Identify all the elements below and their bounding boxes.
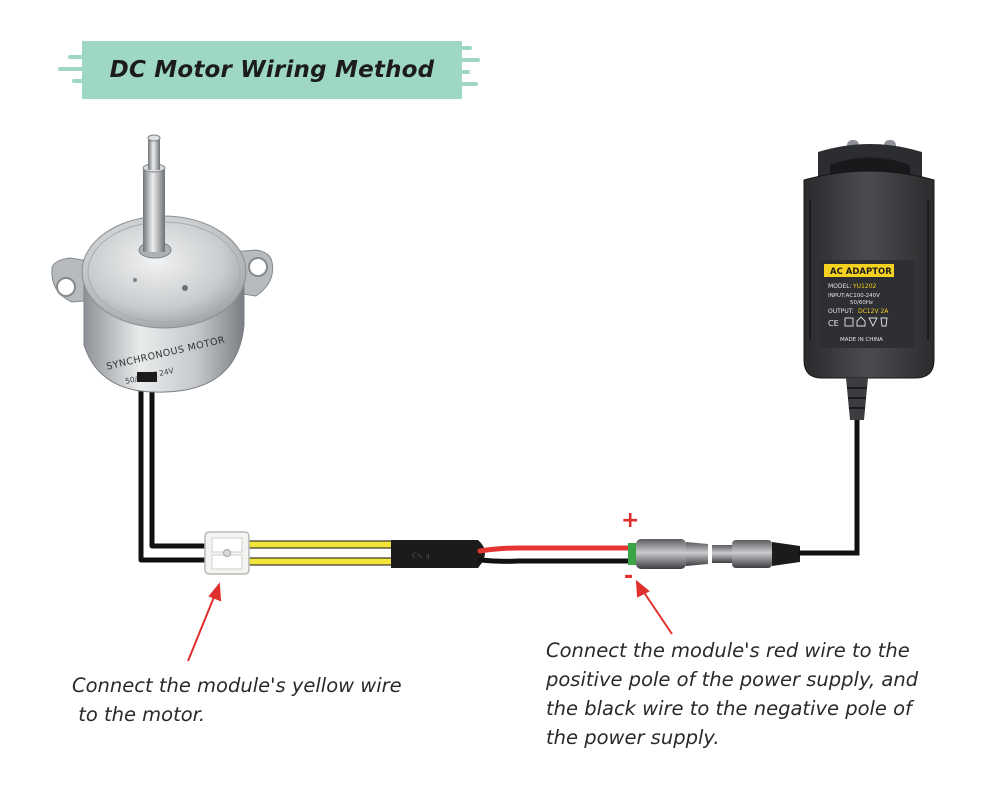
adaptor-output-label: OUTPUT: (828, 308, 854, 315)
caption-line: the power supply. (546, 726, 720, 749)
adaptor-made-in: MADE IN CHINA (840, 337, 883, 343)
adaptor-input: INPUT:AC100-240V (828, 293, 880, 299)
adaptor-heading: AC ADAPTOR (830, 267, 892, 277)
pointer-arrows (187, 579, 673, 662)
caption-line: positive pole of the power supply, and (546, 668, 919, 691)
caption-line: the black wire to the negative pole of (546, 697, 912, 720)
adaptor-input-freq: 50/60Hz (850, 300, 873, 306)
adaptor-model-label: MODEL: (828, 283, 852, 290)
adaptor-model: YU1202 (852, 283, 877, 290)
caption-line: Connect the module's red wire to the (546, 639, 910, 662)
bin-icon (880, 317, 888, 327)
title-banner: DC Motor Wiring Method (82, 41, 462, 99)
page-title: DC Motor Wiring Method (109, 57, 435, 83)
power-adaptor-illustration: AC ADAPTOR MODEL: YU1202 INPUT:AC100-240… (803, 140, 935, 420)
motor-illustration: SYNCHRONOUS MOTOR 50/60HZ 24V (51, 134, 274, 393)
home-icon (856, 316, 866, 327)
caption-line: Connect the module's yellow wire (72, 674, 402, 697)
dc-male-plug (712, 540, 800, 568)
ce-mark-icon: CE (828, 319, 839, 328)
square-icon (844, 317, 854, 327)
module-output-wires (477, 545, 635, 564)
terminal-connector (204, 531, 250, 575)
adaptor-cable (798, 418, 860, 556)
negative-pole-label: - (624, 564, 634, 589)
dc-female-jack (628, 539, 708, 569)
triangle-icon (868, 317, 878, 328)
caption-yellow-wire: Connect the module's yellow wire to the … (72, 671, 402, 729)
yellow-wires (244, 540, 394, 566)
heat-shrink: ℂ∿ ʞ (391, 540, 485, 568)
adaptor-output: DC12V 2A (858, 308, 889, 315)
caption-line: to the motor. (72, 703, 206, 726)
svg-text:ℂ∿ ʞ: ℂ∿ ʞ (412, 552, 430, 560)
certification-icons: CE (828, 316, 888, 328)
motor-black-wires (138, 378, 215, 563)
caption-power-wires: Connect the module's red wire to the pos… (546, 636, 918, 752)
positive-pole-label: + (621, 508, 640, 533)
